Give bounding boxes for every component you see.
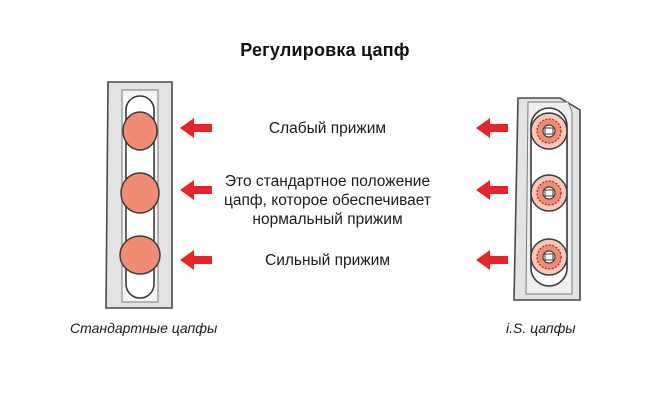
arrow-left-strong-icon — [180, 250, 212, 270]
diagram-title: Регулировка цапф — [240, 40, 410, 60]
caption-is-cams: i.S. цапфы — [506, 320, 576, 336]
label-standard-line-3: нормальный прижим — [252, 211, 403, 228]
label-standard-line-2: цапф, которое обеспечивает — [223, 192, 432, 209]
label-standard-line-1: Это стандартное положение — [224, 173, 431, 190]
standard-cam-middle — [120, 172, 160, 214]
standard-cam-bottom — [119, 235, 161, 275]
arrow-right-standard-icon — [476, 180, 508, 200]
is-cam-middle — [530, 174, 568, 212]
arrow-right-strong-icon — [476, 250, 508, 270]
arrow-left-standard-icon — [180, 180, 212, 200]
label-weak-clamp: Слабый прижим — [268, 120, 387, 137]
label-standard-clamp: Это стандартное положение цапф, которое … — [200, 172, 455, 229]
caption-standard-cams: Стандартные цапфы — [70, 320, 218, 336]
is-cam-top — [530, 112, 568, 150]
label-strong-clamp: Сильный прижим — [265, 252, 390, 269]
arrow-right-weak-icon — [476, 118, 508, 138]
arrow-left-weak-icon — [180, 118, 212, 138]
is-cam-bottom — [530, 238, 568, 276]
standard-cam-top — [122, 111, 158, 151]
